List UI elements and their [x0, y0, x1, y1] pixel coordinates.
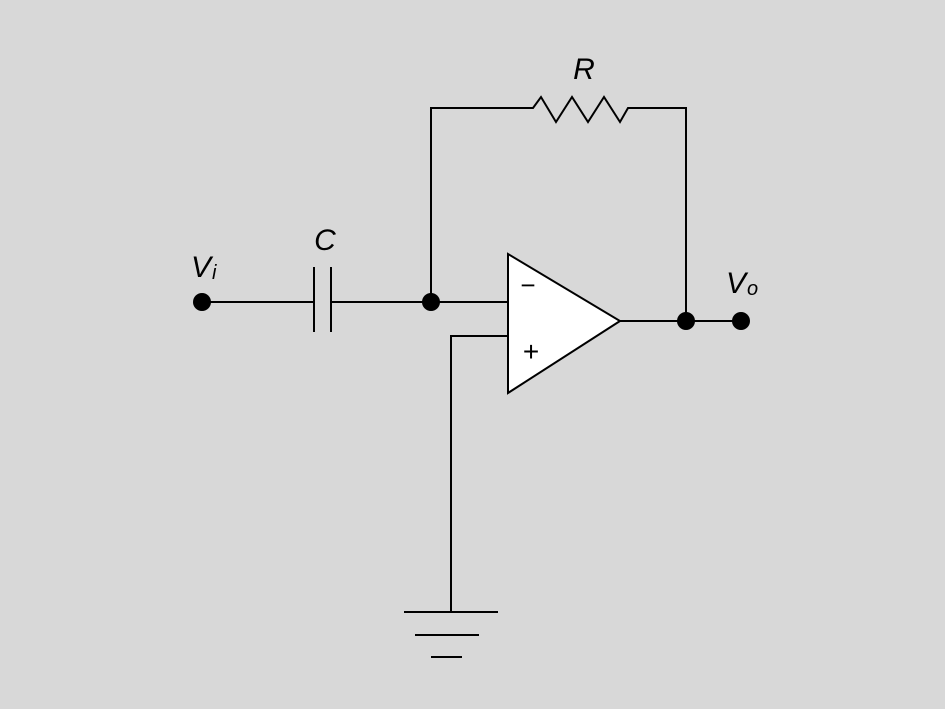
op-amp — [507, 252, 622, 395]
output-terminal — [732, 312, 750, 330]
ground-icon — [404, 611, 498, 658]
noninverting-to-ground-wire — [450, 335, 509, 613]
noninverting-input-sign: + — [523, 336, 539, 367]
feedback-wire — [430, 95, 687, 322]
output-voltage-subscript: o — [747, 278, 758, 300]
input-voltage-subscript: i — [212, 262, 217, 284]
input-voltage-main: V — [191, 251, 214, 284]
output-voltage-label: Vo — [726, 267, 758, 300]
capacitor — [313, 267, 332, 332]
input-voltage-label: Vi — [191, 251, 217, 284]
inverting-input-sign: − — [520, 270, 535, 300]
output-voltage-main: V — [726, 267, 749, 300]
capacitor-label: C — [314, 224, 336, 257]
resistor-label: R — [573, 53, 595, 86]
output-node-junction — [677, 312, 695, 330]
